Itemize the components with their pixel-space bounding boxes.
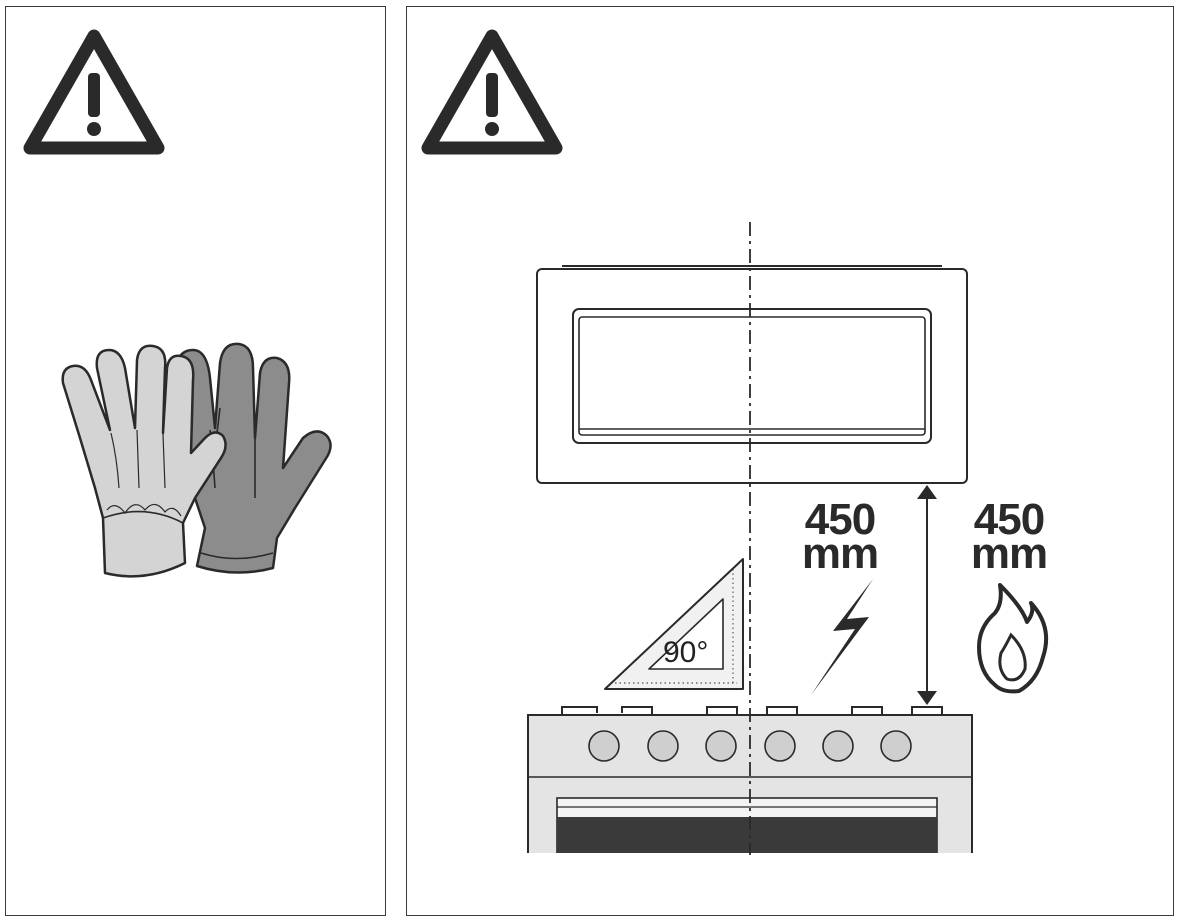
set-square-icon: 90° [604, 558, 744, 690]
warning-triangle-icon [421, 29, 563, 155]
oven-window [557, 817, 937, 855]
gas-distance-value: 450 [974, 495, 1044, 544]
knob [588, 730, 620, 762]
protective-gloves-icon [61, 342, 332, 578]
knob [764, 730, 796, 762]
knob [822, 730, 854, 762]
lightning-bolt-icon [811, 579, 873, 695]
control-knobs [588, 730, 912, 762]
angle-label: 90° [663, 636, 708, 669]
gas-cooker [525, 706, 975, 913]
cooker-hood [536, 265, 968, 484]
electric-distance-unit: mm [802, 529, 878, 578]
left-glove [61, 344, 227, 578]
gas-clearance: 450 mm [971, 495, 1048, 694]
electric-distance-value: 450 [805, 495, 875, 544]
knob [647, 730, 679, 762]
electric-clearance: 450 mm [802, 495, 879, 695]
clearance-dimension-arrow [915, 485, 939, 708]
knob [705, 730, 737, 762]
knob [880, 730, 912, 762]
installation-diagram: 90° 450 mm 450 mm [525, 222, 1048, 913]
gas-distance-unit: mm [971, 529, 1047, 578]
warning-triangle-icon [23, 29, 165, 155]
